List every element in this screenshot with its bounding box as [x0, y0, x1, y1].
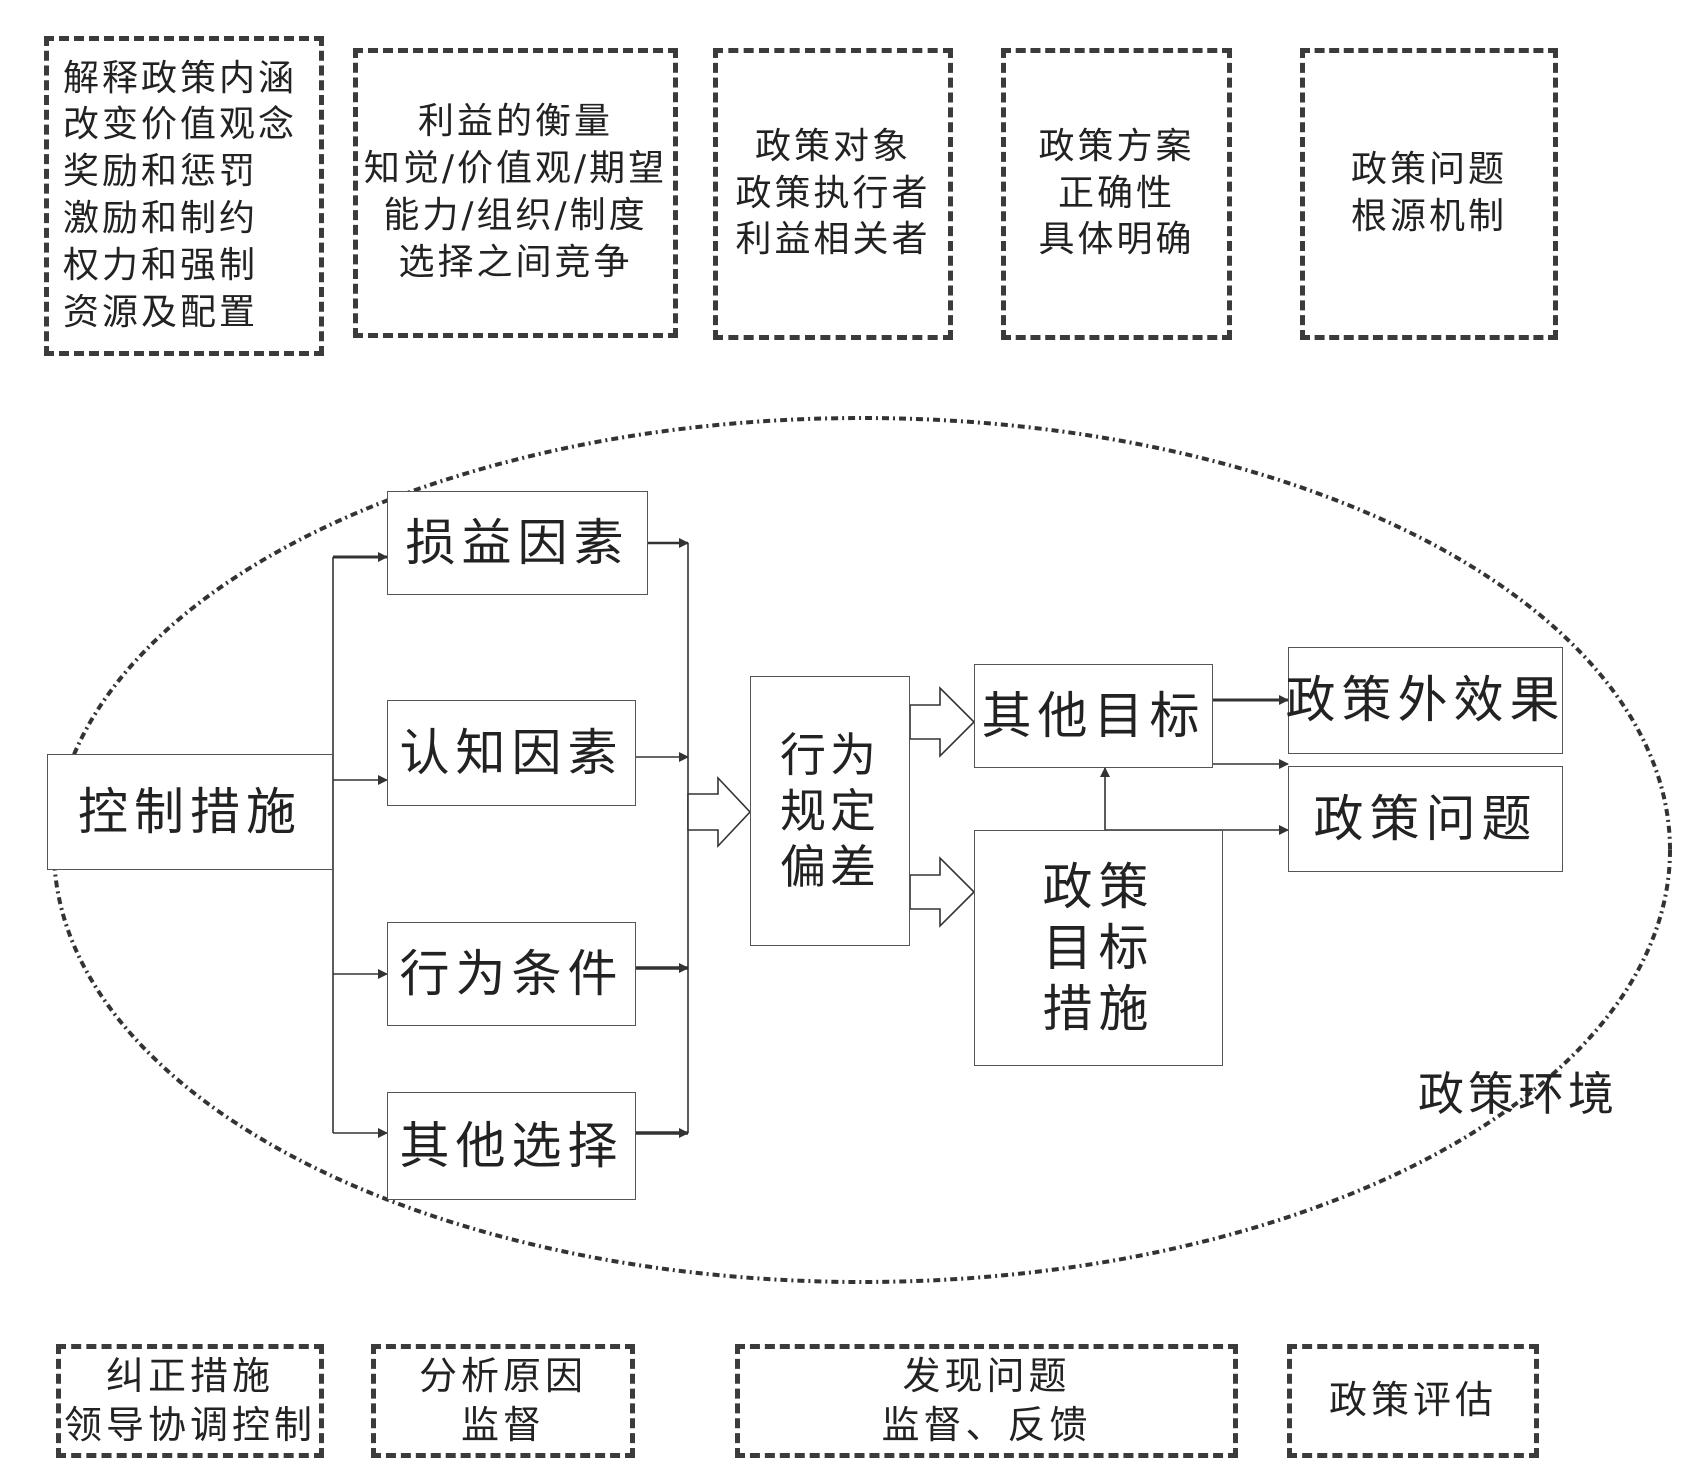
- node-behavior-condition: 行为条件: [387, 922, 636, 1026]
- box-line: 根源机制: [1350, 196, 1507, 237]
- box-line: 目标: [1042, 918, 1155, 977]
- box-line: 政策评估: [1328, 1378, 1497, 1423]
- box-line: 奖励和惩罚: [63, 151, 259, 193]
- node-other-choice: 其他选择: [387, 1092, 636, 1200]
- box-line: 控制措施: [78, 782, 302, 841]
- node-sunyi-factor: 损益因素: [387, 491, 648, 595]
- box-line: 利益相关者: [735, 219, 931, 261]
- bottom-box-evaluate: 政策评估: [1287, 1344, 1539, 1458]
- top-box-target: 政策对象政策执行者利益相关者: [713, 48, 953, 340]
- box-line: 其他选择: [399, 1116, 624, 1175]
- box-line: 能力/组织/制度: [383, 195, 648, 236]
- box-line: 监督: [460, 1403, 545, 1447]
- box-line: 发现问题: [902, 1353, 1071, 1398]
- node-other-goal: 其他目标: [974, 664, 1213, 768]
- box-line: 行为: [780, 727, 880, 782]
- top-box-plan: 政策方案正确性具体明确: [1001, 48, 1232, 340]
- box-line: 分析原因: [418, 1353, 587, 1398]
- hollow-arrow-to-pianchai: [687, 775, 752, 849]
- policy-environment-label: 政策环境: [1418, 1067, 1618, 1121]
- node-renzhi-factor: 认知因素: [387, 700, 636, 806]
- box-line: 措施: [1042, 979, 1155, 1038]
- box-line: 政策外效果: [1285, 671, 1566, 729]
- top-box-interest: 利益的衡量知觉/价值观/期望能力/组织/制度选择之间竞争: [353, 48, 678, 338]
- box-line: 具体明确: [1038, 219, 1195, 261]
- box-line: 政策问题: [1313, 789, 1538, 848]
- box-line: 损益因素: [405, 513, 630, 572]
- box-line: 监督、反馈: [881, 1403, 1092, 1447]
- box-line: 政策执行者: [735, 172, 931, 214]
- box-line: 知觉/价值观/期望: [363, 148, 668, 190]
- node-policy-goal-measures: 政策目标措施: [974, 830, 1223, 1066]
- box-line: 资源及配置: [63, 291, 259, 333]
- node-behavior-deviation: 行为规定偏差: [750, 676, 910, 946]
- box-line: 解释政策内涵: [63, 57, 298, 99]
- box-line: 其他目标: [981, 686, 1206, 745]
- node-external-effect: 政策外效果: [1285, 647, 1566, 754]
- box-line: 规定: [780, 783, 880, 838]
- box-line: 正确性: [1057, 172, 1175, 214]
- node-policy-problem: 政策问题: [1288, 766, 1563, 872]
- bottom-box-discover: 发现问题监督、反馈: [735, 1344, 1238, 1458]
- box-line: 纠正措施: [105, 1353, 274, 1398]
- box-line: 激励和制约: [63, 198, 259, 239]
- box-line: 政策: [1042, 857, 1155, 916]
- box-line: 政策方案: [1038, 125, 1195, 167]
- node-control-measures: 控制措施: [47, 754, 333, 870]
- box-line: 认知因素: [399, 723, 624, 782]
- box-line: 政策对象: [754, 125, 911, 167]
- box-line: 领导协调控制: [63, 1403, 316, 1447]
- box-line: 偏差: [780, 840, 880, 895]
- box-line: 权力和强制: [63, 244, 259, 286]
- box-line: 改变价值观念: [63, 104, 298, 146]
- top-box-explain: 解释政策内涵改变价值观念奖励和惩罚激励和制约权力和强制资源及配置: [44, 36, 324, 356]
- box-line: 选择之间竞争: [398, 241, 633, 283]
- box-line: 行为条件: [399, 944, 624, 1003]
- box-line: 利益的衡量: [417, 101, 613, 143]
- hollow-arrow-to-policy-goal: [909, 856, 976, 928]
- hollow-arrow-to-other-goal: [909, 686, 976, 758]
- box-line: 政策问题: [1350, 149, 1507, 191]
- top-box-problem-root: 政策问题根源机制: [1300, 48, 1558, 340]
- bottom-box-correct: 纠正措施领导协调控制: [56, 1344, 324, 1458]
- bottom-box-analyze: 分析原因监督: [371, 1344, 635, 1458]
